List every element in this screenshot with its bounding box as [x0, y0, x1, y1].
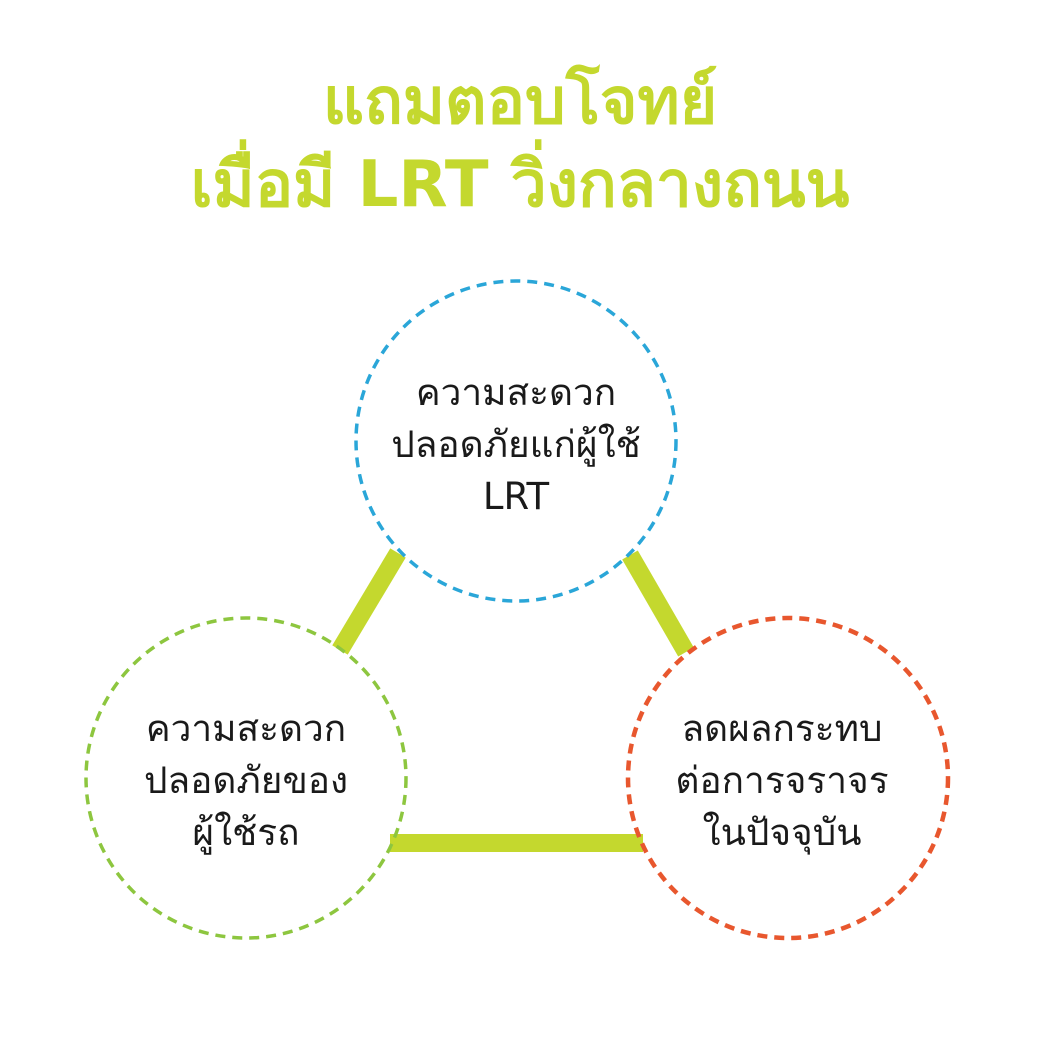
circle-left [84, 616, 408, 940]
title-line-2: เมื่อมี LRT วิ่งกลางถนน [190, 148, 850, 222]
connector-top-left [332, 548, 406, 655]
node-left-line-1: ความสะดวก [145, 707, 347, 750]
title-line-1: แถมตอบโจทย์ [322, 65, 718, 139]
node-left-line-2: ปลอดภัยของ [143, 759, 349, 802]
node-left-text: ความสะดวก ปลอดภัยของ ผู้ใช้รถ [86, 703, 406, 859]
node-top-line-2: ปลอดภัยแก่ผู้ใช้ [391, 423, 641, 466]
node-left-line-3: ผู้ใช้รถ [192, 811, 300, 854]
node-top-line-3: LRT [482, 475, 550, 518]
connector-top-right [622, 550, 694, 657]
circle-top [354, 279, 678, 603]
circle-right [625, 615, 951, 941]
node-right-line-1: ลดผลกระทบ [681, 707, 883, 750]
node-top-line-1: ความสะดวก [415, 371, 617, 414]
node-right-line-2: ต่อการจราจร [675, 759, 889, 802]
node-top-text: ความสะดวก ปลอดภัยแก่ผู้ใช้ LRT [356, 367, 676, 523]
node-right-line-3: ในปัจจุบัน [702, 811, 862, 854]
node-right-text: ลดผลกระทบ ต่อการจราจร ในปัจจุบัน [622, 703, 942, 859]
